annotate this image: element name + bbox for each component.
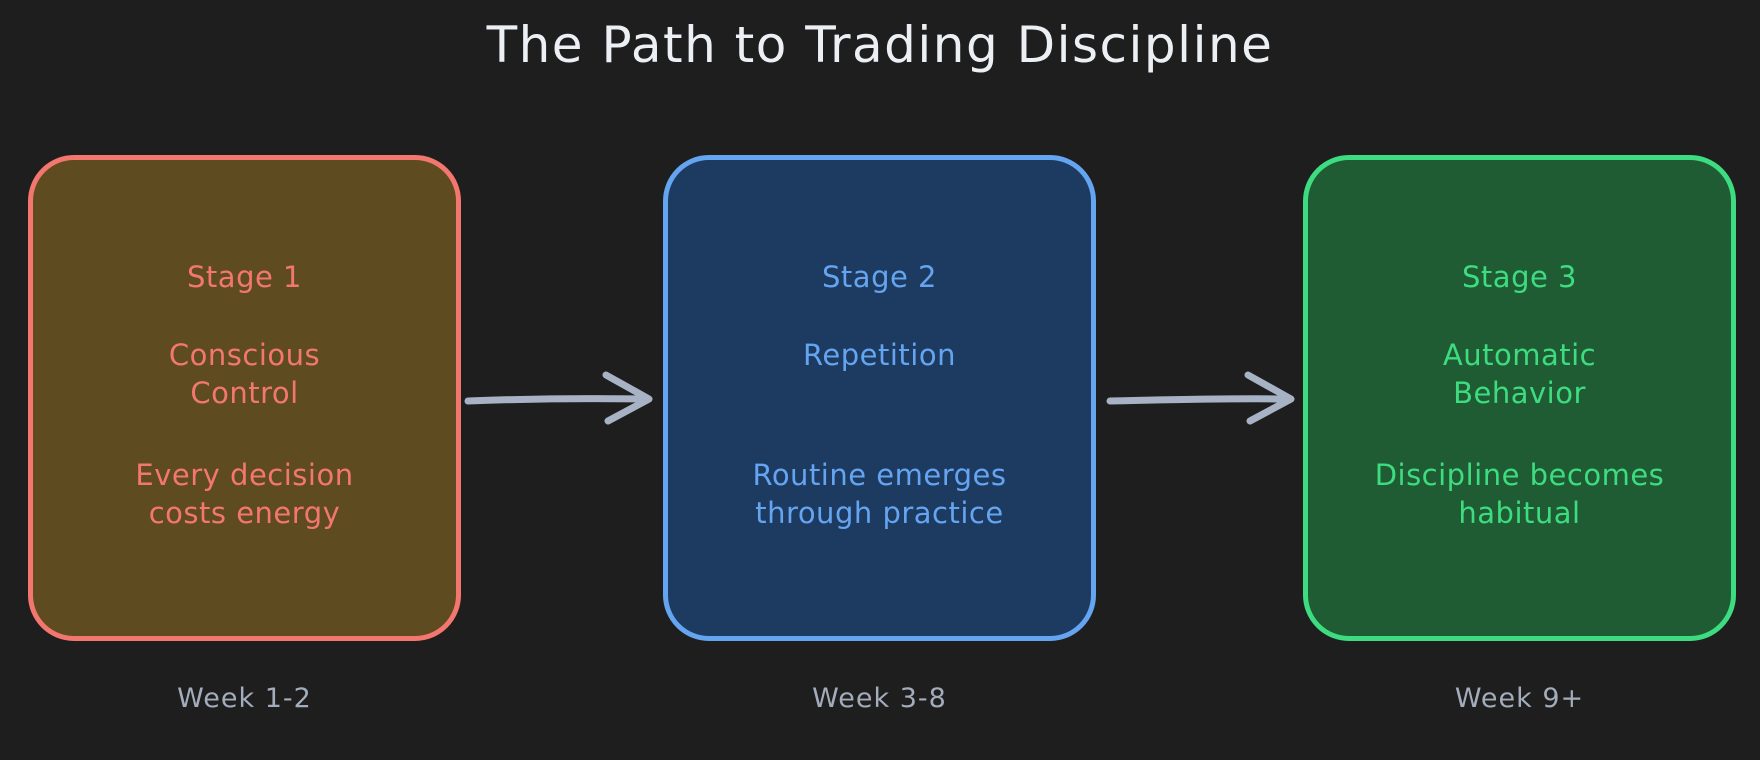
stage-2-heading: Repetition	[803, 338, 956, 372]
stage-3-week-label: Week 9+	[1454, 683, 1585, 714]
stage-3-label: Stage 3	[1462, 260, 1577, 294]
stage-3-heading: Automatic Behavior	[1442, 338, 1597, 410]
arrow-stage1-to-stage2	[460, 360, 660, 436]
stage-1-week-label: Week 1-2	[177, 683, 312, 714]
stage-2-box: Stage 2 Repetition Routine emerges throu…	[663, 155, 1096, 641]
stage-1-label: Stage 1	[187, 260, 302, 294]
stage-2-description: Routine emerges through practice	[752, 458, 1007, 530]
stage-1-box: Stage 1 Conscious Control Every decision…	[28, 155, 461, 641]
arrow-stage2-to-stage3	[1102, 360, 1302, 436]
stage-3-box: Stage 3 Automatic Behavior Discipline be…	[1303, 155, 1736, 641]
stage-1-description: Every decision costs energy	[135, 458, 354, 530]
right-arrow-icon	[464, 371, 653, 425]
right-arrow-icon	[1106, 371, 1295, 425]
stage-3-description: Discipline becomes habitual	[1374, 458, 1665, 530]
stage-2-label: Stage 2	[822, 260, 937, 294]
stage-2-week-label: Week 3-8	[812, 683, 947, 714]
diagram-title: The Path to Trading Discipline	[486, 16, 1274, 74]
stage-1-heading: Conscious Control	[168, 338, 321, 410]
